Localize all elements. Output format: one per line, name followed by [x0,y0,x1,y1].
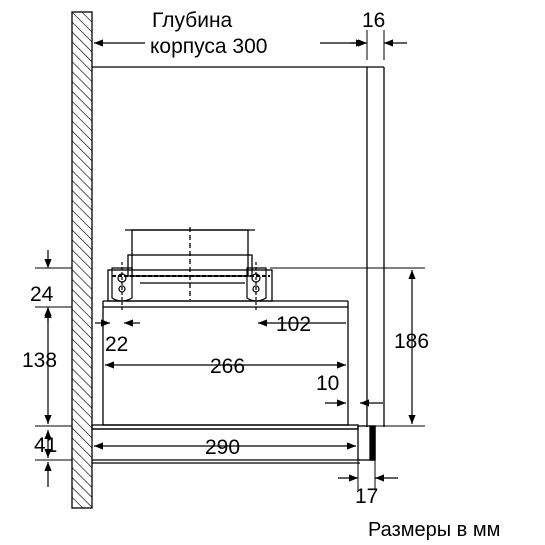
label-41: 41 [34,434,57,457]
dimension-lines [44,39,416,487]
fan-housing [107,227,273,302]
label-102: 102 [276,313,311,336]
mounting-bracket-right [246,262,267,312]
label-22: 22 [105,333,128,356]
label-138: 138 [22,349,57,372]
extension-lines [35,30,425,490]
label-290: 290 [205,436,240,459]
label-17: 17 [355,485,378,508]
cabinet-outline [92,66,385,464]
label-10: 10 [316,372,339,395]
units-note: Размеры в мм [368,519,500,541]
dimension-labels: Глубина корпуса 300 16 24 102 22 186 138… [22,9,500,541]
label-24: 24 [30,283,54,306]
mounting-bracket-left [111,262,133,312]
wall [71,11,93,509]
label-266: 266 [210,355,245,378]
label-depth-line1: Глубина [152,9,233,32]
label-depth-line2: корпуса 300 [150,35,267,58]
label-16: 16 [362,9,385,32]
label-186: 186 [394,330,429,353]
front-panel [357,425,376,461]
